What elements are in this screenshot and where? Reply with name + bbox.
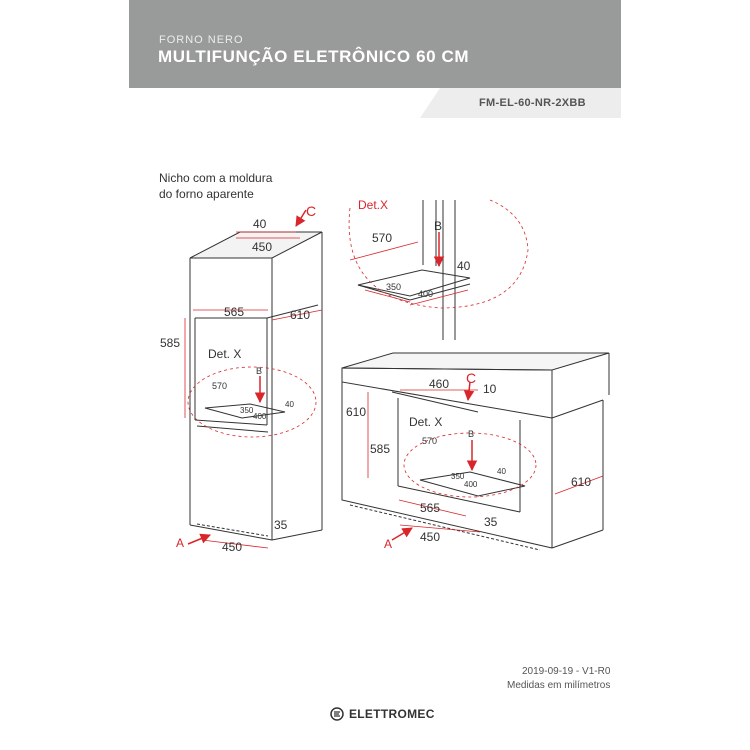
dim-column-side-depth: 610 bbox=[290, 308, 310, 322]
counter-detail-ellipse bbox=[403, 432, 537, 498]
dim-counter-350: 350 bbox=[451, 472, 465, 481]
brand-name: ELETTROMEC bbox=[349, 707, 435, 721]
note-line-2: do forno aparente bbox=[159, 187, 254, 201]
units-note: Medidas em milímetros bbox=[507, 680, 611, 691]
tall-column-drawing bbox=[189, 231, 323, 541]
dim-counter-460: 460 bbox=[429, 377, 449, 391]
letter-a-counter: A bbox=[384, 537, 392, 551]
tall-column-detail-ellipse bbox=[187, 366, 317, 438]
dim-detail-40: 40 bbox=[457, 259, 471, 273]
tall-column-dimensions bbox=[184, 231, 323, 549]
dim-column-top-depth: 40 bbox=[253, 217, 267, 231]
dim-counter-610-right: 610 bbox=[571, 475, 591, 489]
det-x-counter-label: Det. X bbox=[409, 415, 442, 429]
dim-counter-10: 10 bbox=[483, 382, 497, 396]
product-line: FORNO NERO bbox=[159, 34, 244, 46]
header-banner bbox=[129, 0, 621, 88]
brand-logo: ELETTROMEC bbox=[330, 704, 435, 724]
dim-detail-400: 400 bbox=[418, 289, 433, 299]
arrow-c-column bbox=[295, 209, 307, 227]
dim-column-niche-width: 565 bbox=[224, 305, 244, 319]
product-title: MULTIFUNÇÃO ELETRÔNICO 60 CM bbox=[158, 47, 470, 66]
dim-counter-585: 585 bbox=[370, 442, 390, 456]
counter-drawing bbox=[341, 352, 610, 551]
detail-x-ellipse bbox=[348, 199, 529, 309]
letter-a-column: A bbox=[176, 536, 184, 550]
dim-counter-565: 565 bbox=[420, 501, 440, 515]
model-code: FM-EL-60-NR-2XBB bbox=[479, 97, 586, 109]
dim-column-bottom-35: 35 bbox=[274, 518, 288, 532]
dim-counter-610-left: 610 bbox=[346, 405, 366, 419]
dim-detail-570: 570 bbox=[372, 231, 392, 245]
letter-c-column: C bbox=[306, 203, 316, 219]
dim-column-top-width: 450 bbox=[252, 240, 272, 254]
detail-x-drawing bbox=[357, 200, 471, 340]
arrow-a-column bbox=[187, 533, 211, 545]
dim-counter-35: 35 bbox=[484, 515, 498, 529]
detail-x-dimensions bbox=[349, 241, 469, 306]
dim-column-det-350: 350 bbox=[240, 406, 254, 415]
dim-counter-40: 40 bbox=[497, 467, 506, 476]
letter-b-detail: B bbox=[434, 219, 442, 233]
dim-counter-400: 400 bbox=[464, 480, 478, 489]
note-line-1: Nicho com a moldura bbox=[159, 171, 273, 185]
dim-column-bottom-450: 450 bbox=[222, 540, 242, 554]
revision-date: 2019-09-19 - V1-R0 bbox=[522, 666, 611, 677]
det-x-column-label: Det. X bbox=[208, 347, 241, 361]
model-tab bbox=[420, 88, 621, 118]
arrow-a-counter bbox=[391, 527, 413, 541]
brand-mark-icon bbox=[330, 707, 344, 721]
dim-counter-450: 450 bbox=[420, 530, 440, 544]
dim-column-det-570: 570 bbox=[212, 381, 227, 391]
dim-detail-350: 350 bbox=[386, 282, 401, 292]
dim-column-det-40: 40 bbox=[285, 400, 294, 409]
letter-b-counter: B bbox=[468, 429, 474, 439]
dim-column-det-400: 400 bbox=[253, 412, 267, 421]
dim-counter-570: 570 bbox=[422, 436, 437, 446]
arrow-c-counter bbox=[463, 381, 475, 402]
letter-b-column: B bbox=[256, 366, 262, 376]
dim-column-niche-height: 585 bbox=[160, 336, 180, 350]
det-x-detail-label: Det.X bbox=[358, 198, 388, 212]
letter-c-counter: C bbox=[466, 370, 476, 386]
counter-dimensions bbox=[367, 389, 604, 533]
